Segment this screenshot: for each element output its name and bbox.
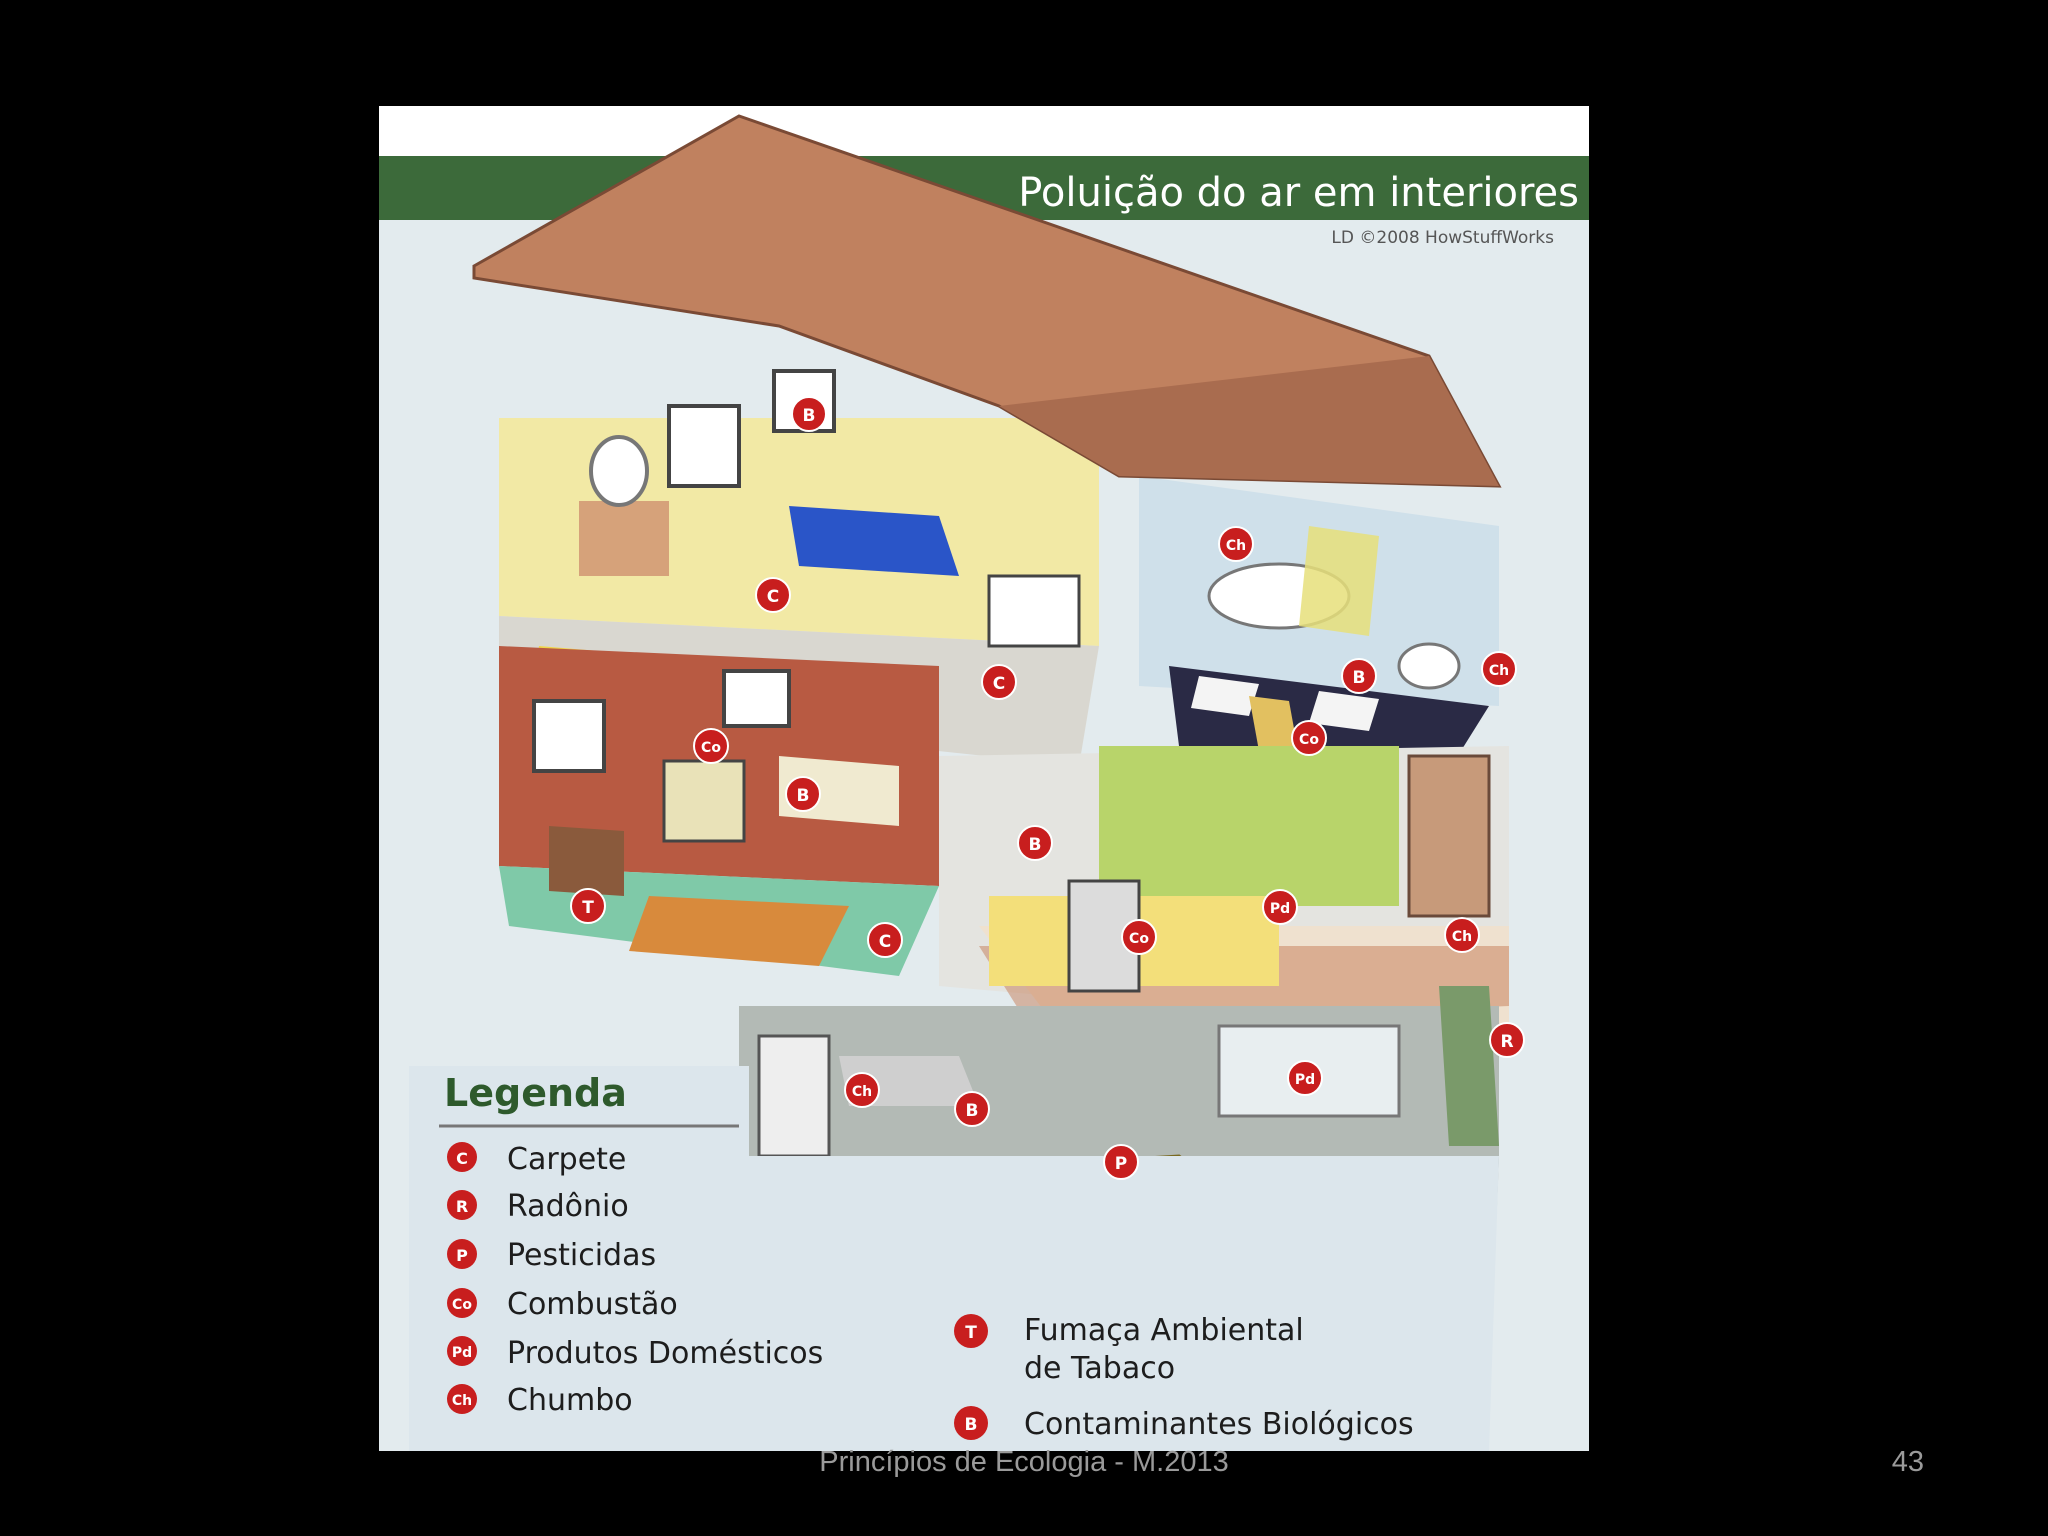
legend-label: de Tabaco: [1024, 1351, 1175, 1386]
marker: Ch: [844, 1072, 880, 1108]
marker: Pd: [1262, 889, 1298, 925]
legend-item: R Radônio: [447, 1189, 629, 1224]
marker-code: Co: [1129, 931, 1149, 947]
marker: R: [1489, 1022, 1525, 1058]
roof-side: [999, 356, 1499, 486]
slide-number: 43: [1891, 1446, 1924, 1478]
legend-code: B: [965, 1415, 978, 1435]
legend-item: C Carpete: [447, 1142, 626, 1177]
infographic-title: Poluição do ar em interiores: [1018, 170, 1579, 216]
legend-label: Chumbo: [507, 1383, 633, 1418]
window: [722, 669, 791, 728]
legend-title: Legenda: [444, 1071, 627, 1115]
kitchen-door: [1407, 754, 1491, 918]
shower-curtain: [1299, 526, 1379, 636]
marker-code: Co: [701, 740, 721, 756]
marker-code: Pd: [1295, 1072, 1315, 1088]
marker-code: Ch: [1489, 663, 1509, 679]
living-room-rug: [629, 896, 849, 966]
armchair: [549, 826, 624, 896]
marker: B: [785, 776, 821, 812]
marker-code: R: [1500, 1032, 1513, 1052]
legend-label: Produtos Domésticos: [507, 1336, 823, 1371]
marker: P: [1103, 1144, 1139, 1180]
marker: Pd: [1287, 1060, 1323, 1096]
marker-code: Ch: [852, 1084, 872, 1100]
stair-railing: [987, 574, 1081, 648]
heater: [1249, 696, 1299, 756]
marker: B: [791, 396, 827, 432]
marker: Ch: [1444, 917, 1480, 953]
window: [667, 404, 741, 488]
marker-code: B: [797, 786, 810, 806]
legend-item: Ch Chumbo: [447, 1383, 633, 1418]
marker-code: Ch: [1452, 929, 1472, 945]
legend-code: T: [965, 1323, 977, 1343]
dresser: [579, 501, 669, 576]
marker-code: C: [879, 932, 891, 952]
legend-label: Pesticidas: [507, 1238, 656, 1273]
legend-item: Pd Produtos Domésticos: [447, 1336, 823, 1371]
fireplace: [662, 759, 746, 843]
toilet: [1397, 642, 1461, 690]
marker: C: [867, 922, 903, 958]
legend-item: P Pesticidas: [447, 1238, 656, 1273]
marker: Co: [1121, 919, 1157, 955]
legend-label: Radônio: [507, 1189, 629, 1224]
indoor-pollution-infographic: Poluição do ar em interiores LD ©2008 Ho…: [379, 106, 1589, 1451]
marker: Co: [693, 728, 729, 764]
wall-crack: [1439, 986, 1499, 1146]
marker: Ch: [1481, 651, 1517, 687]
legend-panel: [409, 1066, 1499, 1451]
marker: C: [755, 577, 791, 613]
legend-code: C: [456, 1149, 468, 1168]
legend-code: Ch: [452, 1393, 472, 1409]
upper-floor: [499, 369, 1499, 786]
slide-footer: Princípios de Ecologia - M.2013: [819, 1446, 1229, 1478]
marker-code: B: [966, 1101, 979, 1121]
basement-shelf: [757, 1034, 831, 1158]
marker-code: T: [582, 898, 594, 918]
marker: B: [1341, 658, 1377, 694]
marker-code: Pd: [1270, 901, 1290, 917]
marker-code: B: [1353, 668, 1366, 688]
legend-code: R: [456, 1197, 468, 1216]
legend-label: Fumaça Ambiental: [1024, 1313, 1304, 1348]
marker-code: P: [1115, 1154, 1127, 1174]
marker-code: B: [803, 406, 816, 426]
marker: B: [954, 1091, 990, 1127]
legend-item: T Fumaça Ambiental de Tabaco: [954, 1313, 1304, 1386]
legend-code: Pd: [452, 1345, 472, 1361]
marker: B: [1017, 825, 1053, 861]
top-white-band: [379, 106, 1589, 156]
mirror: [589, 435, 649, 507]
legend-label: Contaminantes Biológicos: [1024, 1407, 1414, 1442]
marker-code: Ch: [1226, 538, 1246, 554]
infographic-credit: LD ©2008 HowStuffWorks: [1331, 228, 1554, 248]
legend-code: Co: [452, 1297, 472, 1313]
marker: T: [570, 888, 606, 924]
marker-code: C: [767, 587, 779, 607]
marker-code: C: [993, 674, 1005, 694]
marker: C: [981, 664, 1017, 700]
marker-code: Co: [1299, 732, 1319, 748]
legend-item: Co Combustão: [447, 1287, 678, 1322]
legend-item: B Contaminantes Biológicos: [954, 1406, 1414, 1442]
legend-label: Carpete: [507, 1142, 626, 1177]
legend-code: P: [456, 1246, 468, 1265]
marker: Ch: [1218, 526, 1254, 562]
window: [532, 699, 606, 773]
marker: Co: [1291, 720, 1327, 756]
marker-code: B: [1029, 835, 1042, 855]
bed: [789, 506, 959, 576]
legend-label: Combustão: [507, 1287, 678, 1322]
